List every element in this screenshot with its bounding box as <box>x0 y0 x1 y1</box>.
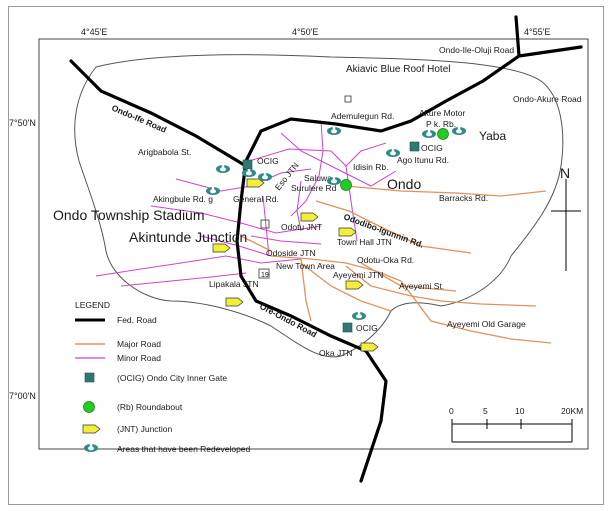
redeveloped-ocig-south <box>352 312 366 320</box>
label-barracks-rd: Barracks Rd. <box>439 193 488 203</box>
stadium-marker <box>260 219 270 229</box>
roundabout-akure-motor <box>437 128 449 140</box>
minor-roads <box>95 120 397 287</box>
junction-town-hall <box>338 227 357 237</box>
redeveloped-ago-itunu <box>386 149 400 157</box>
label-ayeyemi-garage: Ayeyemi Old Garage <box>447 319 526 329</box>
label-ondo: Ondo <box>387 176 421 192</box>
legend-symbol-redeveloped <box>84 444 98 452</box>
label-town-hall: Town Hall JTN <box>337 237 392 247</box>
scale-tick-5: 5 <box>483 406 488 416</box>
label-ayeyemi-st: Ayeyemi St. <box>399 281 444 291</box>
junction-ayeyemi <box>345 280 364 290</box>
label-akintunde: Akintunde Junction <box>129 229 247 245</box>
label-ore-ondo: Ore-Ondo Road <box>258 301 319 340</box>
city-boundary <box>74 54 564 358</box>
label-19: 19 <box>261 272 269 279</box>
redeveloped-arigbabola <box>216 165 230 173</box>
ondo-city-map: 4°45'E 4°50'E 4°55'E 7°50'N 7°00'N Ondo-… <box>9 15 589 483</box>
gate-marker-west <box>242 159 253 170</box>
label-ocig-north: OCIG <box>421 143 443 153</box>
label-odotu-oka: Odotu-Oka Rd. <box>357 255 414 265</box>
coord-lon-3: 4°55'E <box>524 27 550 37</box>
label-surulere: Surulere Rd <box>291 183 337 193</box>
label-lipakala: Lipakala JTN <box>209 279 259 289</box>
legend-label-fed-road: Fed. Road <box>117 315 157 325</box>
label-new-town: New Town Area <box>276 261 335 271</box>
legend-symbol-junction <box>82 424 101 434</box>
junction-oka <box>360 342 379 352</box>
scale-tick-0: 0 <box>449 406 454 416</box>
label-akiavic-hotel: Akiavic Blue Roof Hotel <box>346 64 451 75</box>
scale-tick-10: 10 <box>515 406 525 416</box>
label-saluwa: Saluwa- <box>304 173 335 183</box>
label-ondo-ile-oluji-road: Ondo-Ile-Oluji Road <box>439 45 514 55</box>
redeveloped-ademulegun <box>327 127 341 135</box>
label-ocig-west: OCIG <box>257 156 279 166</box>
legend-label-major-road: Major Road <box>117 339 161 349</box>
redeveloped-akure-2 <box>452 127 466 135</box>
label-akure-motor-pk: P k. Rb. <box>426 119 456 129</box>
federal-roads <box>69 15 583 483</box>
major-roads <box>240 185 552 344</box>
redeveloped-akingbule <box>206 187 220 195</box>
legend: LEGEND Fed. Road Major Road Minor Road (… <box>75 300 251 454</box>
label-stadium: Ondo Township Stadium <box>53 207 205 223</box>
study-area-frame <box>38 38 589 450</box>
redeveloped-eso-2 <box>242 169 256 177</box>
legend-symbol-gate <box>84 372 95 383</box>
roundabout-idisin <box>340 179 352 191</box>
redeveloped-eso-1 <box>258 173 272 181</box>
legend-label-junction: (JNT) Junction <box>117 424 173 434</box>
north-arrow: N <box>551 165 581 271</box>
junction-akintunde <box>212 243 231 253</box>
label-oka-jtn: Oka JTN <box>319 348 353 358</box>
legend-label-minor-road: Minor Road <box>117 353 161 363</box>
label-ago-itunu: Ago Itunu Rd. <box>397 155 449 165</box>
coord-lat-2: 7°00'N <box>9 391 36 401</box>
label-ondo-akure-road: Ondo-Akure Road <box>513 94 582 104</box>
label-odoside: Odoside JTN <box>266 248 316 258</box>
coord-lon-1: 4°45'E <box>81 27 107 37</box>
label-odotu-jnt: Odotu JNT <box>281 222 322 232</box>
north-label: N <box>560 165 570 181</box>
junction-lipakala <box>225 297 244 307</box>
new-town-marker <box>258 268 270 279</box>
label-idisin-rb: Idisin Rb. <box>353 162 388 172</box>
label-arigbabola: Arigbabola St. <box>138 147 191 157</box>
label-ademulegun-rd: Ademulegun Rd. <box>331 111 394 121</box>
label-akure-motor: Akure Motor <box>419 108 465 118</box>
label-ayeyemi-jtn: Ayeyemi JTN <box>333 270 383 280</box>
legend-title: LEGEND <box>75 300 110 310</box>
legend-label-roundabout: (Rb) Roundabout <box>117 402 183 412</box>
junction-odotu <box>300 212 319 222</box>
scale-tick-20: 20KM <box>561 406 583 416</box>
label-general-rd: General Rd. <box>233 194 279 204</box>
label-akingbule: Akingbule Rd. g <box>153 194 213 204</box>
legend-label-gate: (OCIG) Ondo City Inner Gate <box>117 373 227 383</box>
gate-marker-south <box>342 322 353 333</box>
redeveloped-saluwa <box>327 177 341 185</box>
hotel-marker <box>344 95 352 103</box>
legend-symbol-roundabout <box>83 401 95 413</box>
map-frame: 4°45'E 4°50'E 4°55'E 7°50'N 7°00'N Ondo-… <box>8 6 604 505</box>
label-ocig-south: OCIG <box>356 323 378 333</box>
scale-bar: 0 5 10 20KM <box>449 406 583 443</box>
label-yaba: Yaba <box>479 129 506 143</box>
coord-lat-1: 7°50'N <box>9 118 36 128</box>
redeveloped-akure-1 <box>422 130 436 138</box>
coord-lon-2: 4°50'E <box>292 27 318 37</box>
legend-label-redeveloped: Areas that have been Redeveloped <box>117 444 251 454</box>
gate-marker-north <box>409 141 420 152</box>
